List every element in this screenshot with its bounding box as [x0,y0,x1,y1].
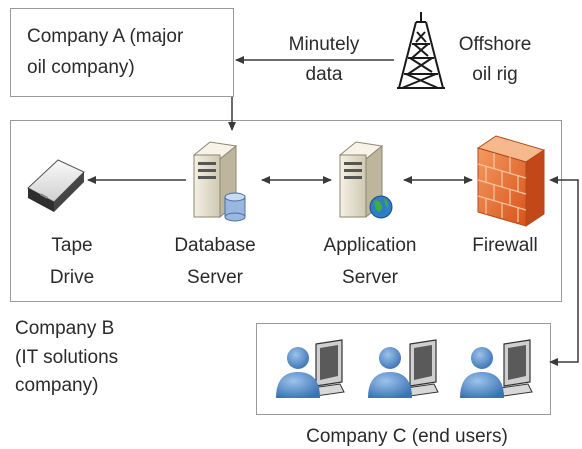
tape-drive-label-line1: Tape [51,235,93,256]
application-server-label-line2: Server [342,267,398,288]
user-icon [460,347,504,398]
tape-drive-icon [27,159,85,212]
data-flow-label-line1: Minutely [288,34,360,55]
company-b-label-line2: (IT solutions [15,347,119,368]
firewall-icon [476,135,546,227]
user-icon [276,347,320,398]
end-user-1-icon [276,339,345,398]
database-server-label-line1: Database [174,235,256,256]
end-user-3-icon [460,339,533,398]
firewall-label: Firewall [472,235,538,256]
database-icon [224,192,246,222]
company-c-label: Company C (end users) [306,426,508,447]
company-c-box [256,323,551,415]
company-b-box [10,120,562,302]
application-server-icon [338,141,393,219]
user-icon [368,347,412,398]
oil-rig-label-line1: Offshore [458,34,532,55]
company-a-label-line1: Company A (major [27,26,184,47]
application-server-label-line1: Application [323,235,417,256]
oil-rig-label-line2: oil rig [472,64,518,85]
arrow-firewall-end-users [549,176,579,366]
end-user-2-icon [368,339,439,398]
company-b-label-line3: company) [15,375,99,396]
oil-rig-icon [397,12,445,89]
company-b-label-line1: Company B [15,318,115,339]
data-flow-label-line2: data [305,64,343,85]
database-server-icon [192,141,246,222]
company-a-box [10,8,234,97]
monitor-icon [499,339,533,397]
company-a-label-line2: oil company) [27,57,135,78]
tape-drive-label-line2: Drive [49,267,95,288]
monitor-icon [405,339,439,397]
monitor-icon [311,339,345,397]
globe-icon [369,195,393,219]
database-server-label-line2: Server [187,267,243,288]
